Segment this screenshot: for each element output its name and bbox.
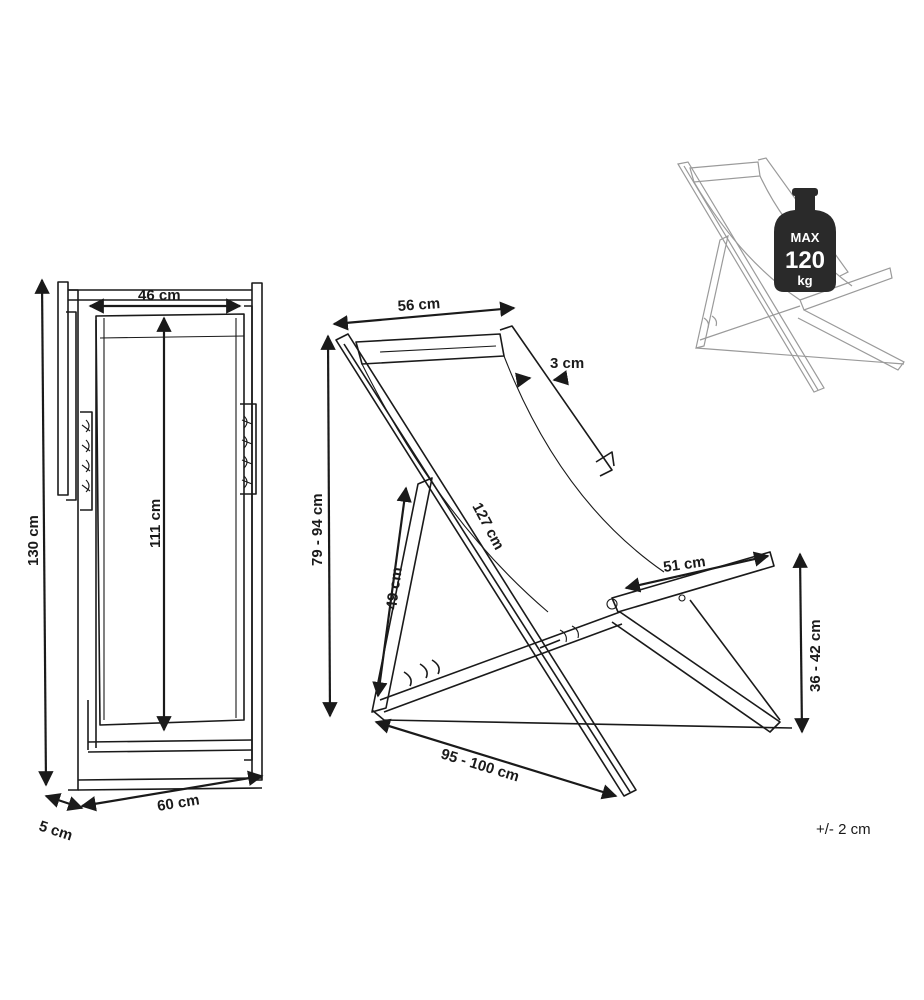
weight-max-label: MAX [791, 230, 820, 245]
label-5cm: 5 cm [37, 818, 75, 845]
label-111cm: 111 cm [147, 499, 164, 548]
label-36-42cm: 36 - 42 cm [807, 619, 824, 692]
side-view-chair [335, 325, 793, 797]
weight-icon [774, 192, 836, 292]
small-chair-illustration [677, 157, 905, 393]
weight-unit: kg [797, 273, 812, 288]
tolerance-note: +/- 2 cm [816, 821, 871, 838]
front-view-dimensions [34, 278, 264, 812]
label-46cm: 46 cm [138, 287, 181, 304]
label-49cm: 49 cm [383, 566, 406, 610]
weight-value: 120 [785, 247, 825, 274]
label-51cm: 51 cm [662, 553, 706, 576]
label-95-100cm: 95 - 100 cm [439, 746, 521, 786]
weight-badge: MAX 120 kg [774, 188, 836, 292]
label-79-94cm: 79 - 94 cm [309, 493, 326, 566]
side-view-dimensions [320, 301, 810, 800]
label-56cm: 56 cm [397, 295, 441, 315]
label-127cm: 127 cm [468, 500, 507, 553]
label-60cm: 60 cm [156, 792, 201, 815]
label-130cm: 130 cm [25, 515, 42, 566]
label-3cm: 3 cm [550, 355, 584, 372]
